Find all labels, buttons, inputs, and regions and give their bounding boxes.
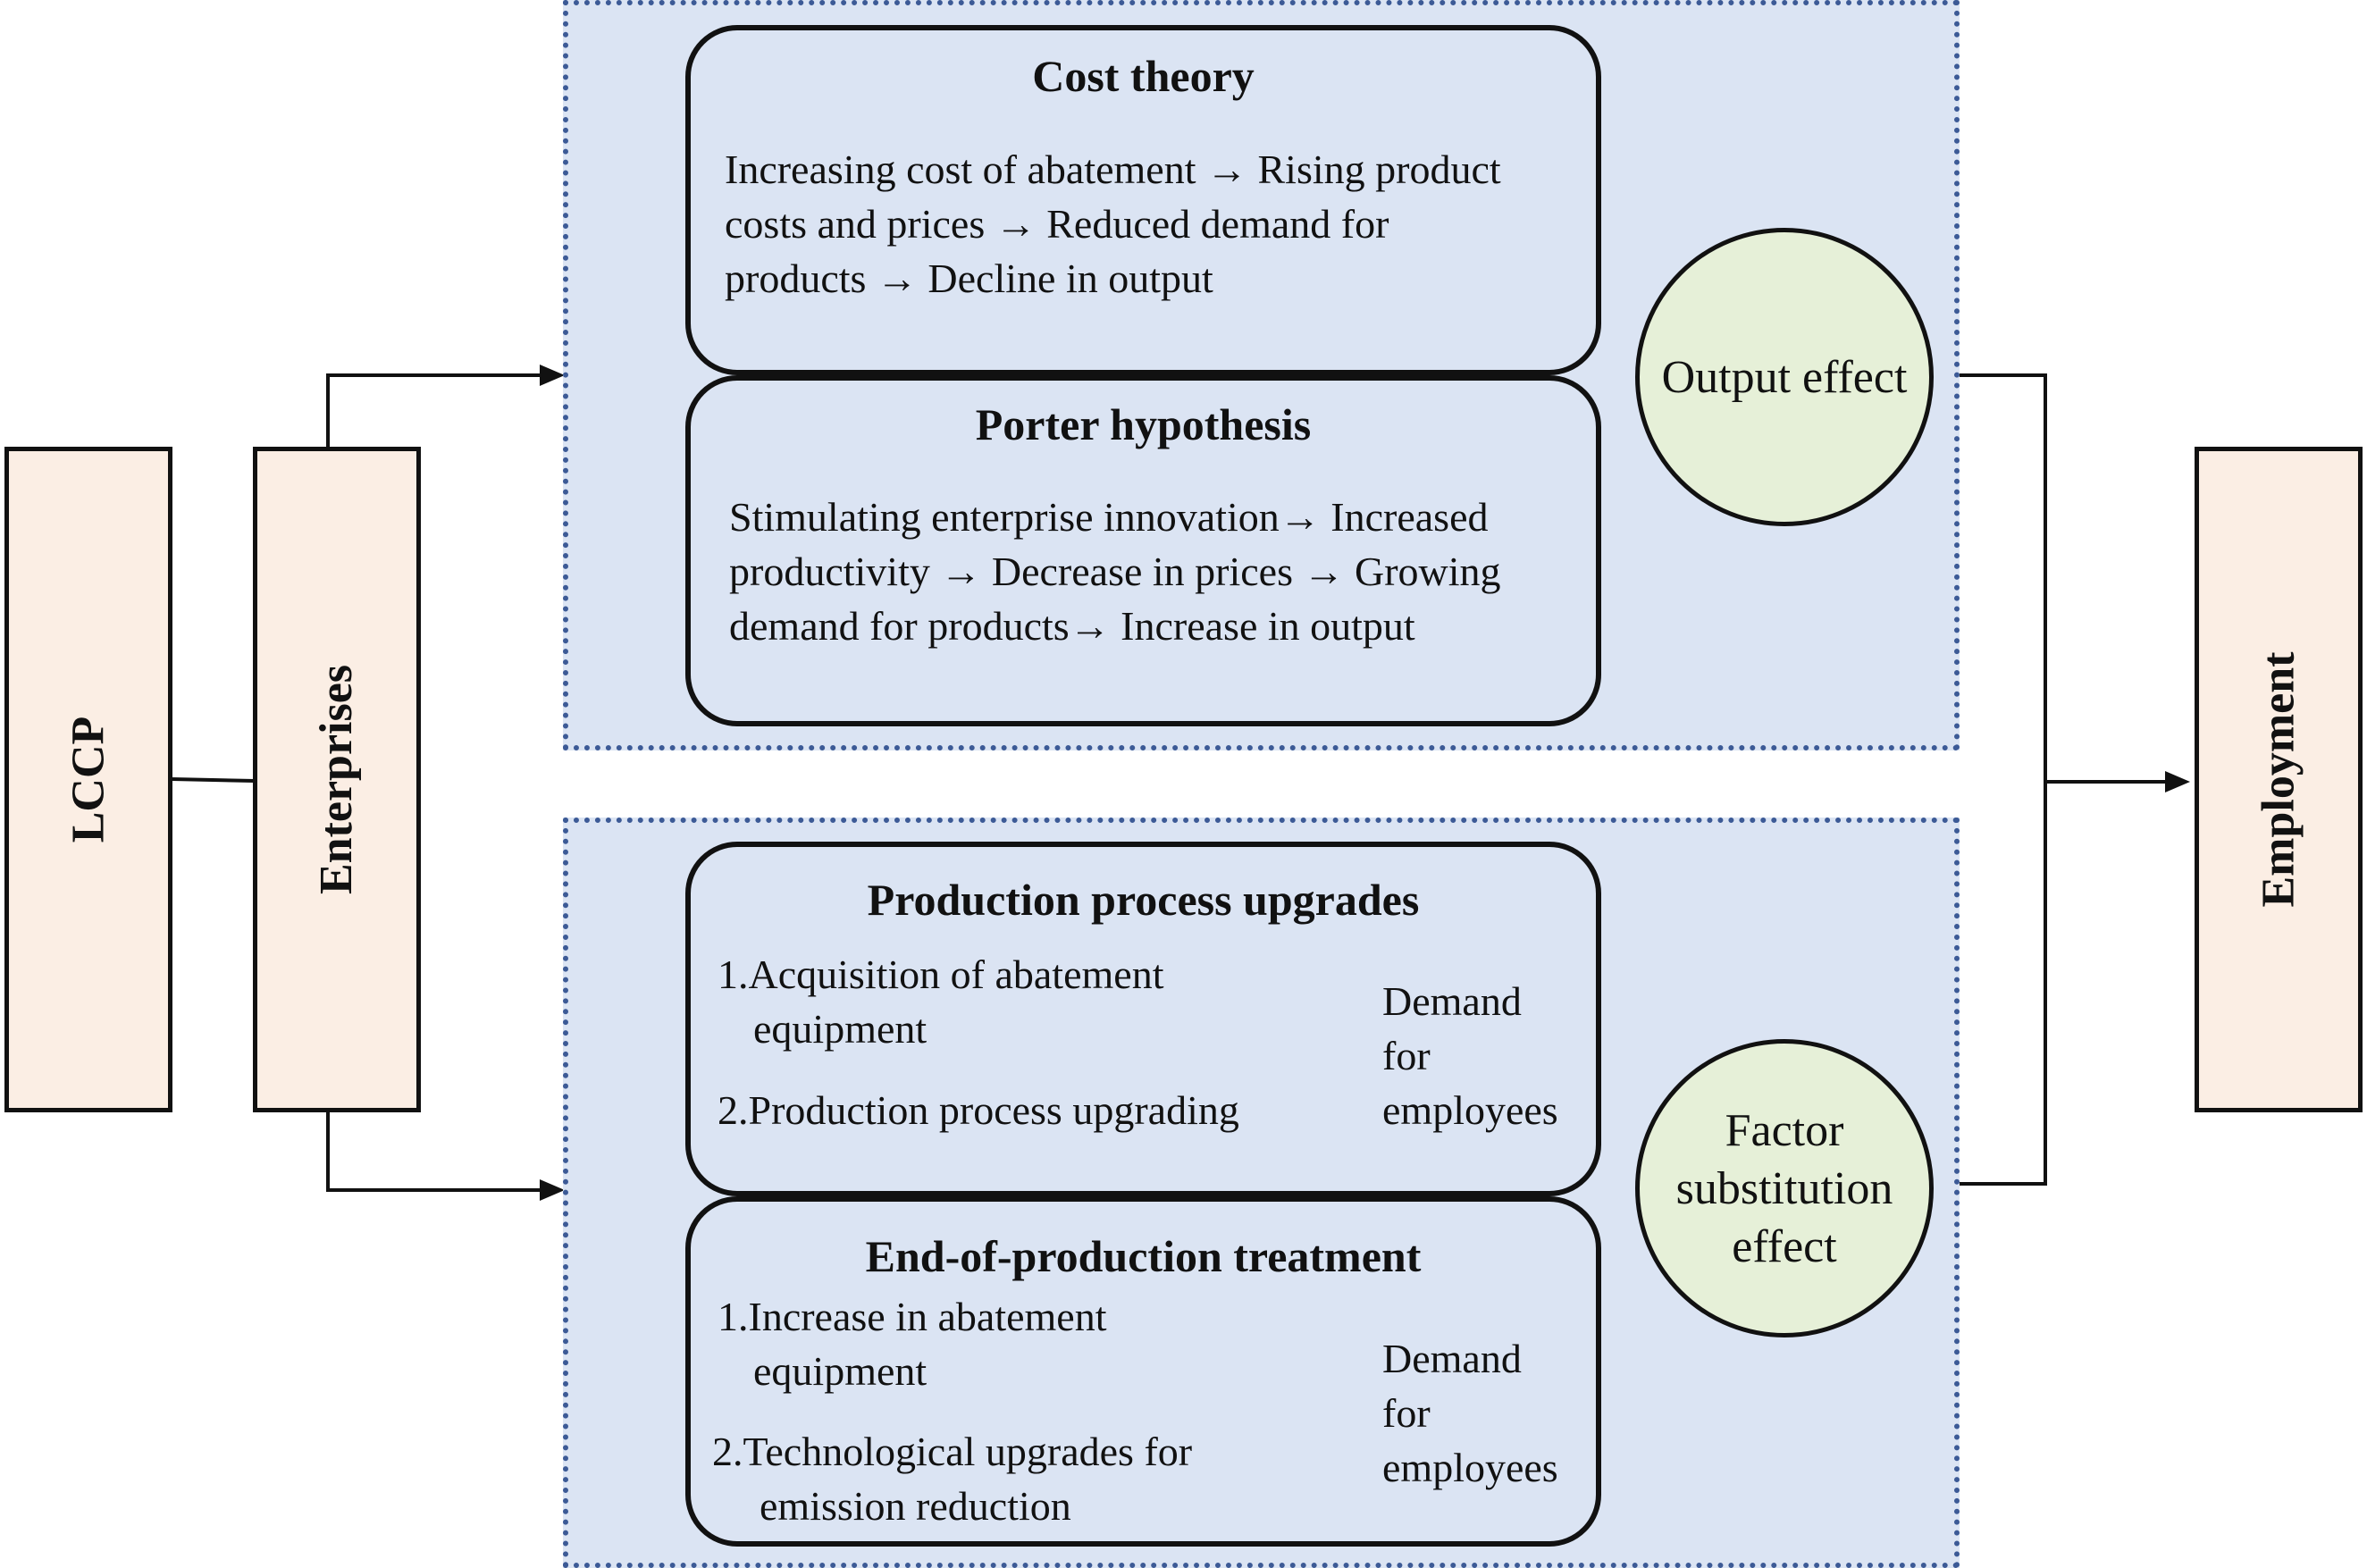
porter-hypothesis-title: Porter hypothesis: [975, 399, 1312, 449]
employment-label: Employment: [2253, 651, 2304, 908]
output-effect-line: [1957, 373, 2047, 782]
production-process-box: Production process upgrades: [685, 842, 1601, 1196]
end-item-2-line-2: emission reduction: [760, 1483, 1071, 1529]
enterprises-box: Enterprises: [253, 447, 421, 1112]
end-item-2: 2.Technological upgrades for emission re…: [712, 1424, 1192, 1533]
cost-theory-line-1: Increasing cost of abatement → Rising pr…: [725, 147, 1501, 192]
production-item-1-line-2: equipment: [753, 1006, 927, 1052]
porter-line-2: productivity → Decrease in prices → Grow…: [729, 549, 1501, 594]
production-item-1-line-1: 1.Acquisition of abatement: [718, 952, 1164, 997]
end-item-1-line-1: 1.Increase in abatement: [718, 1294, 1107, 1339]
end-of-production-box: End-of-production treatment: [685, 1196, 1601, 1547]
cost-theory-line-2: costs and prices → Reduced demand for: [725, 201, 1389, 247]
lccp-label: LCCP: [63, 716, 114, 843]
end-item-1: 1.Increase in abatement equipment: [718, 1289, 1107, 1398]
end-of-production-title: End-of-production treatment: [865, 1231, 1422, 1281]
lccp-enterprises-line: [172, 777, 256, 783]
porter-hypothesis-text: Stimulating enterprise innovation→ Incre…: [729, 490, 1605, 653]
enterprises-top-arrow: [326, 373, 543, 447]
end-item-2-line-1: 2.Technological upgrades for: [712, 1429, 1193, 1474]
factor-substitution-circle: Factor substitution effect: [1635, 1039, 1934, 1337]
factor-substitution-label: Factor substitution effect: [1675, 1104, 1893, 1272]
porter-hypothesis-box: Porter hypothesis Stimulating enterprise…: [685, 375, 1601, 726]
output-effect-circle: Output effect: [1635, 228, 1934, 526]
lccp-box: LCCP: [4, 447, 172, 1112]
porter-line-1: Stimulating enterprise innovation→ Incre…: [729, 494, 1489, 540]
production-process-title: Production process upgrades: [867, 875, 1420, 925]
cost-theory-text: Increasing cost of abatement → Rising pr…: [725, 142, 1600, 306]
production-item-1: 1.Acquisition of abatement equipment: [718, 947, 1164, 1056]
cost-theory-box: Cost theory Increasing cost of abatement…: [685, 25, 1601, 375]
end-demand-label: Demand for employees: [1382, 1336, 1558, 1490]
production-item-2: 2.Production process upgrading: [718, 1087, 1239, 1133]
enterprises-bottom-arrow: [326, 1112, 543, 1192]
employment-box: Employment: [2195, 447, 2363, 1112]
porter-line-3: demand for products→ Increase in output: [729, 603, 1415, 649]
cost-theory-line-3: products → Decline in output: [725, 256, 1213, 301]
cost-theory-title: Cost theory: [1032, 51, 1255, 101]
enterprises-label: Enterprises: [311, 664, 363, 895]
factor-substitution-line: [1957, 782, 2047, 1186]
output-effect-label: Output effect: [1661, 351, 1908, 403]
production-demand-label: Demand for employees: [1382, 978, 1558, 1133]
end-item-1-line-2: equipment: [753, 1348, 927, 1394]
